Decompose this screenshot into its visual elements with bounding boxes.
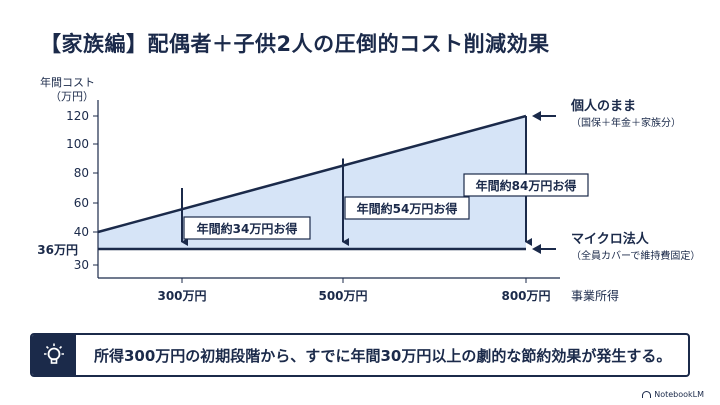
notebooklm-logo-icon [642, 391, 652, 398]
savings-label: 年間約34万円お得 [197, 221, 298, 236]
x-axis-label: 事業所得 [571, 288, 619, 303]
legend-name: 個人のまま [570, 98, 636, 114]
insight-text: 所得300万円の初期段階から、すでに年間30万円以上の劇的な節約効果が発生する。 [94, 346, 672, 365]
savings-label-box [183, 216, 311, 240]
brand-label: NotebookLM [654, 390, 704, 399]
y-tick-label: 40 [74, 225, 89, 239]
savings-label-box [463, 173, 589, 197]
y-tick-label: 120 [66, 109, 89, 123]
x-tick-label: 300万円 [157, 289, 206, 303]
y-tick-label: 30 [74, 258, 89, 272]
savings-area [98, 116, 526, 249]
legend-name: マイクロ法人 [571, 231, 650, 247]
y-tick-label: 100 [66, 137, 89, 151]
reference-label: 36万円 [37, 243, 78, 257]
x-tick-label: 800万円 [501, 289, 550, 303]
lightbulb-icon [32, 335, 76, 375]
legend-pointer-head [532, 111, 541, 121]
x-tick-label: 500万円 [318, 289, 367, 303]
insight-callout: 所得300万円の初期段階から、すでに年間30万円以上の劇的な節約効果が発生する。 [30, 333, 690, 377]
savings-label: 年間約84万円お得 [476, 178, 577, 193]
y-axis-label-line-2: （万円） [50, 90, 94, 103]
series-line-individual [97, 114, 527, 234]
legend-pointer-head [532, 244, 541, 254]
y-axis-label-line-1: 年間コスト [40, 75, 95, 89]
savings-label: 年間約54万円お得 [357, 201, 458, 216]
legend-sub: （国保＋年金＋家族分） [571, 116, 681, 129]
page-title: 【家族編】配偶者＋子供2人の圧倒的コスト削減効果 [40, 32, 550, 56]
brand-watermark: NotebookLM [642, 390, 704, 399]
y-tick-label: 80 [74, 166, 89, 180]
y-tick-label: 60 [74, 196, 89, 210]
legend-sub: （全員カバーで維持費固定） [571, 249, 700, 262]
cost-comparison-chart: 年間コスト （万円） 30 40 60 80 100 120 36万円 300万円 500万円 8… [37, 75, 700, 303]
savings-label-box [344, 196, 470, 220]
